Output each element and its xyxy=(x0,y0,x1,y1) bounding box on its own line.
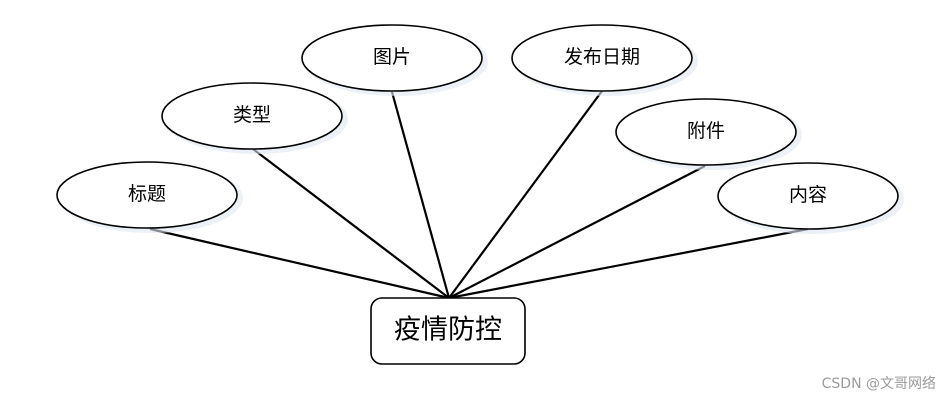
entity-box xyxy=(370,297,526,365)
attribute-attachment: 附件 xyxy=(615,98,802,170)
edge-publish-date xyxy=(448,90,603,299)
edge-image xyxy=(390,91,451,299)
attribute-publish-date: 发布日期 xyxy=(511,24,698,96)
attribute-title-label: 标题 xyxy=(128,183,166,205)
attribute-content-label: 内容 xyxy=(789,184,827,206)
attribute-type-ellipse xyxy=(161,82,343,150)
attribute-title-ellipse xyxy=(56,161,238,229)
attribute-type: 类型 xyxy=(161,82,348,154)
attribute-image: 图片 xyxy=(301,24,488,96)
attribute-title: 标题 xyxy=(56,161,243,233)
edge-title xyxy=(149,227,450,300)
entity-epidemic-control: 疫情防控 xyxy=(370,297,526,365)
watermark: CSDN @文哥网络 xyxy=(821,376,936,392)
attribute-type-label: 类型 xyxy=(233,104,271,126)
attribute-attachment-label: 附件 xyxy=(687,120,725,142)
edge-content xyxy=(448,227,809,300)
edge-type xyxy=(252,148,450,299)
attribute-image-ellipse xyxy=(301,24,483,92)
edges xyxy=(149,90,809,300)
attribute-content-ellipse xyxy=(717,162,899,230)
entity-label: 疫情防控 xyxy=(394,315,502,346)
edge-attachment xyxy=(448,165,706,299)
attribute-image-label: 图片 xyxy=(373,46,411,68)
attribute-content: 内容 xyxy=(717,162,904,234)
attribute-publish-date-label: 发布日期 xyxy=(564,46,640,68)
attribute-publish-date-ellipse xyxy=(511,24,693,92)
attribute-attachment-ellipse xyxy=(615,98,797,166)
